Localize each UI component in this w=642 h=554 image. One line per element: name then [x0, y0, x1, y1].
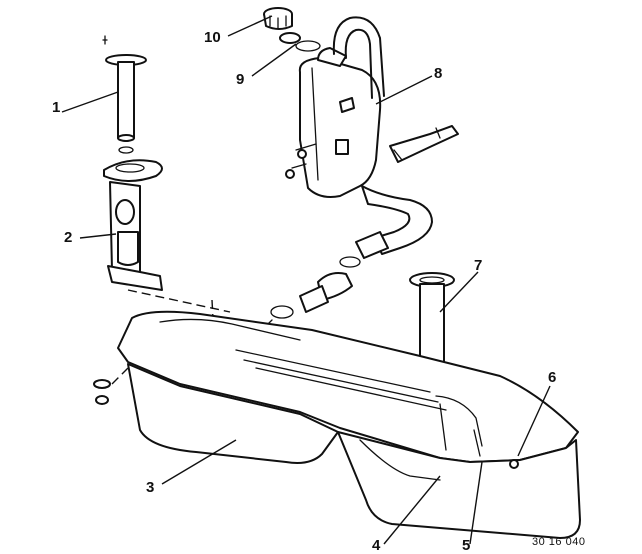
callout-8: 8	[434, 65, 443, 82]
callout-2: 2	[64, 229, 73, 246]
part-9-seal-ring	[279, 32, 321, 52]
callout-9: 9	[236, 71, 245, 88]
callout-1: 1	[52, 99, 61, 116]
part-1-level-sender	[102, 35, 147, 154]
callout-3: 3	[146, 479, 155, 496]
reference-code: 30 16 040	[532, 536, 586, 548]
part-3-fuel-tank	[93, 310, 581, 539]
callout-leaders	[61, 15, 551, 545]
part-10-filler-cap	[263, 7, 293, 30]
callout-5: 5	[462, 537, 471, 554]
callout-7: 7	[474, 257, 483, 274]
part-2-fuel-pump-assembly	[103, 159, 231, 339]
callout-6: 6	[548, 369, 557, 386]
callout-10: 10	[204, 29, 221, 46]
callout-4: 4	[372, 537, 381, 554]
part-8-expansion-tank	[261, 16, 459, 331]
